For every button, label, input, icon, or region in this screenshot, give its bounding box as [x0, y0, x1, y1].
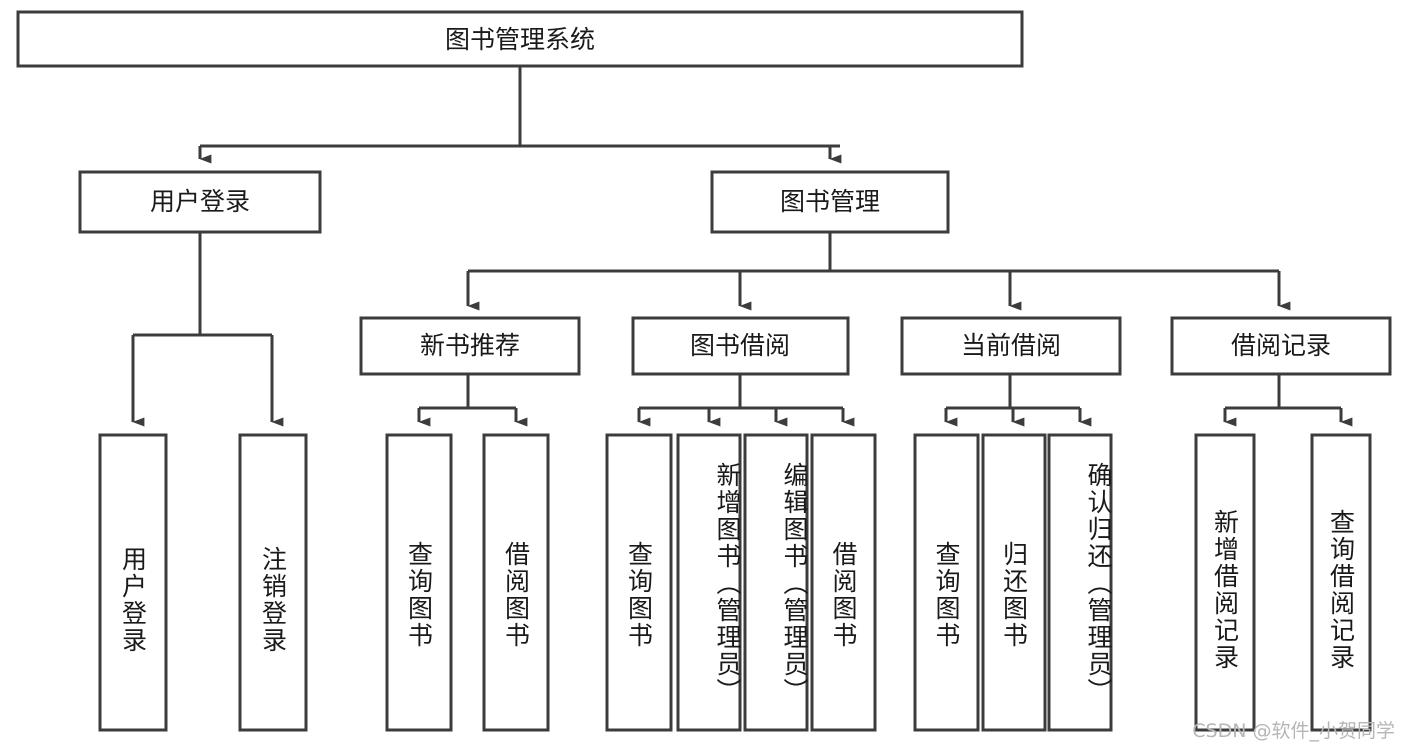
node-borrow-borrow-book[interactable] [810, 433, 877, 732]
node-borrow-edit-book-label: 编辑图书（管理员） [780, 461, 809, 705]
node-user-login[interactable] [78, 170, 322, 234]
node-borrow-add-book-label: 新增图书（管理员） [713, 461, 742, 705]
node-recommend-borrow-book-label: 借阅图书 [501, 541, 531, 649]
node-root-label: 图书管理系统 [445, 25, 595, 54]
node-borrow-records-label: 借阅记录 [1231, 331, 1331, 360]
node-book-manage[interactable] [710, 170, 950, 234]
node-current-borrow-label: 当前借阅 [961, 331, 1061, 360]
node-user-login-do-label: 用户登录 [118, 546, 148, 654]
node-recommend-query-book-label: 查询图书 [404, 541, 434, 649]
node-current-borrow[interactable] [900, 316, 1122, 376]
node-user-logout-label: 注销登录 [258, 546, 288, 654]
node-user-logout[interactable] [238, 433, 308, 732]
node-recommend-borrow-book[interactable] [482, 433, 550, 732]
node-current-return-book-label: 归还图书 [999, 541, 1029, 649]
nodes: 图书管理系统 用户登录 图书管理 新书推荐 图书借阅 当前借阅 借阅记录 [16, 10, 1392, 732]
node-current-query-book[interactable] [913, 433, 980, 732]
connectors [131, 66, 1353, 427]
node-current-query-book-label: 查询图书 [932, 541, 961, 649]
node-borrow-records[interactable] [1170, 316, 1392, 376]
node-borrow-query-book-label: 查询图书 [624, 541, 654, 649]
node-book-borrow-label: 图书借阅 [690, 331, 790, 360]
node-recommend-query-book[interactable] [385, 433, 453, 732]
node-new-book-recommend[interactable] [359, 316, 581, 376]
csdn-watermark: CSDN @软件_小贺同学 [1192, 720, 1395, 742]
node-borrow-add-book[interactable] [676, 433, 742, 732]
node-borrow-edit-book[interactable] [743, 433, 809, 732]
node-new-book-recommend-label: 新书推荐 [420, 331, 520, 360]
node-add-borrow-record[interactable] [1194, 433, 1256, 732]
node-add-borrow-record-label: 新增借阅记录 [1210, 509, 1240, 671]
node-query-borrow-record[interactable] [1310, 433, 1372, 732]
node-query-borrow-record-label: 查询借阅记录 [1326, 509, 1356, 671]
node-book-borrow[interactable] [631, 316, 850, 376]
node-current-confirm-return-label: 确认归还（管理员） [1084, 461, 1113, 705]
node-current-return-book[interactable] [981, 433, 1047, 732]
node-current-confirm-return[interactable] [1047, 433, 1113, 732]
node-root[interactable] [16, 10, 1024, 68]
node-user-login-do[interactable] [98, 433, 168, 732]
node-borrow-borrow-book-label: 借阅图书 [829, 541, 858, 649]
node-book-manage-label: 图书管理 [780, 187, 880, 216]
node-borrow-query-book[interactable] [605, 433, 673, 732]
node-user-login-label: 用户登录 [150, 187, 250, 216]
